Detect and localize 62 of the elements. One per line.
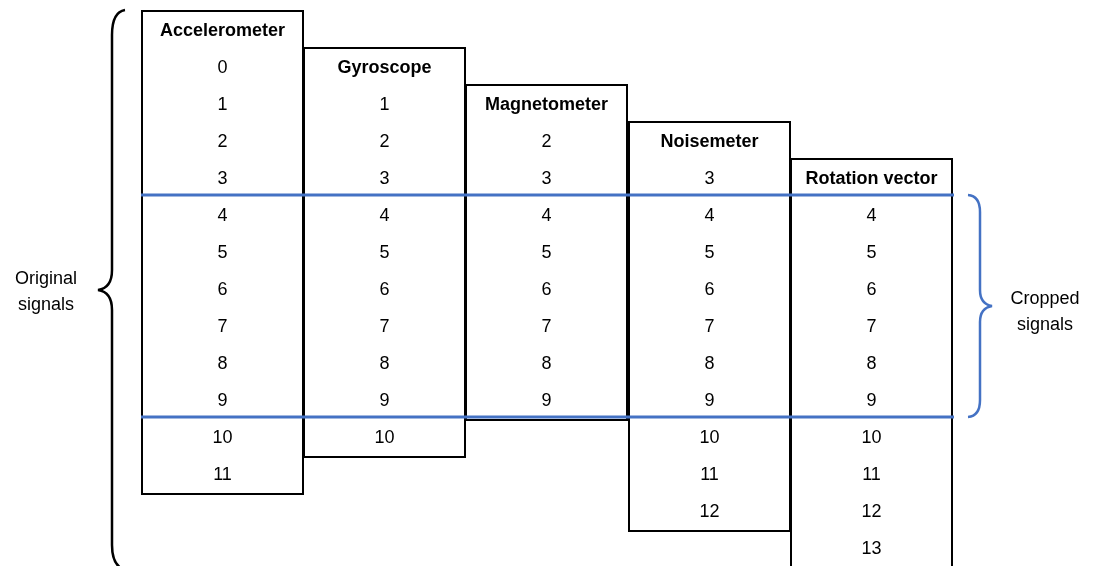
sample-index: 9 bbox=[704, 389, 715, 412]
sample-index: 4 bbox=[379, 204, 390, 227]
sample-index: 3 bbox=[704, 167, 715, 190]
sample-index: 2 bbox=[379, 130, 390, 153]
bracket-label: Original signals bbox=[14, 267, 78, 316]
sample-index: 4 bbox=[866, 204, 877, 227]
sample-index: 3 bbox=[379, 167, 390, 190]
signal-column-box bbox=[465, 84, 628, 421]
signal-column-box bbox=[303, 47, 466, 458]
sample-index: 3 bbox=[217, 167, 228, 190]
sample-index: 12 bbox=[861, 500, 882, 523]
sample-index: 2 bbox=[217, 130, 228, 153]
sample-index: 7 bbox=[704, 315, 715, 338]
sample-index: 4 bbox=[704, 204, 715, 227]
sample-index: 6 bbox=[866, 278, 877, 301]
sample-index: 9 bbox=[541, 389, 552, 412]
sample-index: 8 bbox=[704, 352, 715, 375]
signal-column-box bbox=[141, 10, 304, 495]
sample-index: 10 bbox=[374, 426, 395, 449]
column-heading: Rotation vector bbox=[805, 167, 938, 190]
bracket-label: Cropped signals bbox=[1009, 287, 1081, 336]
sample-index: 6 bbox=[217, 278, 228, 301]
sample-index: 7 bbox=[866, 315, 877, 338]
sample-index: 8 bbox=[217, 352, 228, 375]
sample-index: 11 bbox=[862, 463, 881, 486]
sample-index: 4 bbox=[217, 204, 228, 227]
sample-index: 1 bbox=[217, 93, 228, 116]
sample-index: 6 bbox=[541, 278, 552, 301]
sample-index: 8 bbox=[379, 352, 390, 375]
sample-index: 10 bbox=[212, 426, 233, 449]
sample-index: 5 bbox=[704, 241, 715, 264]
signal-column-box bbox=[790, 158, 953, 566]
sample-index: 6 bbox=[704, 278, 715, 301]
sample-index: 7 bbox=[541, 315, 552, 338]
sample-index: 5 bbox=[217, 241, 228, 264]
sample-index: 5 bbox=[379, 241, 390, 264]
sample-index: 11 bbox=[213, 463, 232, 486]
column-heading: Accelerometer bbox=[159, 19, 286, 42]
sample-index: 9 bbox=[217, 389, 228, 412]
sample-index: 7 bbox=[379, 315, 390, 338]
sample-index: 6 bbox=[379, 278, 390, 301]
sample-index: 10 bbox=[861, 426, 882, 449]
column-heading: Gyroscope bbox=[337, 56, 432, 79]
sample-index: 1 bbox=[379, 93, 390, 116]
signal-column-box bbox=[628, 121, 791, 532]
sample-index: 3 bbox=[541, 167, 552, 190]
sample-index: 9 bbox=[866, 389, 877, 412]
sample-index: 0 bbox=[217, 56, 228, 79]
sample-index: 13 bbox=[861, 537, 882, 560]
sample-index: 4 bbox=[541, 204, 552, 227]
sample-index: 5 bbox=[866, 241, 877, 264]
sample-index: 9 bbox=[379, 389, 390, 412]
column-heading: Magnetometer bbox=[485, 93, 608, 116]
sample-index: 2 bbox=[541, 130, 552, 153]
sample-index: 8 bbox=[541, 352, 552, 375]
sample-index: 8 bbox=[866, 352, 877, 375]
sample-index: 7 bbox=[217, 315, 228, 338]
sample-index: 10 bbox=[699, 426, 720, 449]
column-heading: Noisemeter bbox=[660, 130, 759, 153]
sample-index: 11 bbox=[700, 463, 719, 486]
sample-index: 12 bbox=[699, 500, 720, 523]
sample-index: 5 bbox=[541, 241, 552, 264]
